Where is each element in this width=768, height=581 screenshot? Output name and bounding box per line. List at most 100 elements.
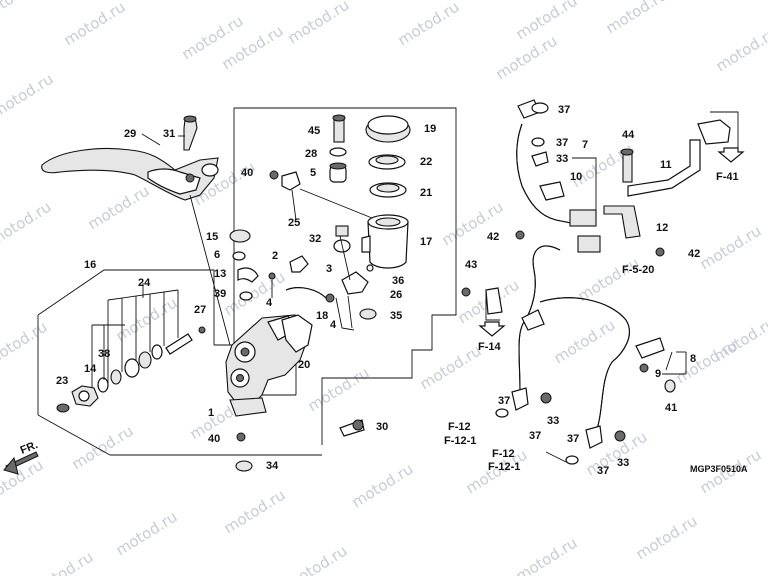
reference-r_f121a: F-12-1 (444, 435, 476, 447)
watermark-text: motod.ru (283, 542, 351, 576)
watermark-text: motod.ru (673, 336, 741, 388)
watermark-text: motod.ru (113, 508, 181, 560)
callout-c27: 27 (194, 304, 206, 316)
watermark-text: motod.ru (551, 316, 619, 368)
callout-c35: 35 (390, 310, 402, 322)
callout-c7: 7 (582, 139, 588, 151)
right-bolts (461, 102, 676, 465)
watermark-text: motod.ru (0, 198, 54, 250)
reference-r_f12b: F-12 (492, 448, 515, 460)
callout-c33c: 33 (617, 457, 629, 469)
callout-c16: 16 (84, 259, 96, 271)
callout-c6: 6 (214, 249, 220, 261)
watermark-text: motod.ru (221, 486, 289, 538)
callout-c33a: 33 (556, 153, 568, 165)
callout-c24: 24 (138, 277, 151, 289)
callout-c40a: 40 (241, 167, 253, 179)
callout-c42a: 42 (487, 231, 499, 243)
callout-c28: 28 (305, 148, 317, 160)
callout-c31: 31 (163, 128, 175, 140)
reference-r_f520: F-5-20 (622, 264, 654, 276)
piston-set (56, 326, 206, 413)
reference-r_f12a: F-12 (448, 421, 471, 433)
callout-c1: 1 (208, 407, 214, 419)
callout-c26: 26 (390, 289, 402, 301)
watermark-text: motod.ru (85, 182, 153, 234)
callout-c37e: 37 (567, 433, 579, 445)
watermark-text: motod.ru (305, 364, 373, 416)
callout-c14: 14 (84, 363, 97, 375)
callout-c38: 38 (98, 348, 110, 360)
watermark-text: motod.ru (513, 534, 581, 576)
watermark-text: motod.ru (575, 254, 643, 306)
reservoir (333, 115, 411, 269)
callout-c15: 15 (206, 231, 218, 243)
diagram-code: MGP3F0510A (690, 464, 748, 474)
reference-r_f121b: F-12-1 (488, 461, 520, 473)
watermark-text: motod.ru (29, 548, 97, 576)
callout-c9: 9 (655, 368, 661, 380)
right-brackets (603, 119, 731, 239)
callout-c19: 19 (424, 123, 436, 135)
watermark-text: motod.ru (417, 342, 485, 394)
callout-c32: 32 (309, 233, 321, 245)
master-cylinder (225, 314, 313, 417)
callout-c37c: 37 (498, 395, 510, 407)
callout-c13: 13 (214, 268, 226, 280)
reference-r_f41: F-41 (716, 171, 739, 183)
callout-c2: 2 (272, 250, 278, 262)
watermark-text: motod.ru (113, 294, 181, 346)
watermark-text: motod.ru (0, 70, 56, 122)
callout-c18: 18 (316, 310, 328, 322)
callout-c36: 36 (392, 275, 404, 287)
watermark-text: motod.ru (713, 24, 768, 76)
callout-c21: 21 (420, 187, 432, 199)
watermark-text: motod.ru (603, 0, 671, 37)
callout-c4a: 4 (266, 297, 273, 309)
callout-c43: 43 (465, 259, 477, 271)
watermark-text: motod.ru (633, 512, 701, 564)
watermark-text: motod.ru (69, 422, 137, 474)
callout-c44: 44 (622, 129, 635, 141)
watermark-text: motod.ru (285, 0, 353, 47)
center-leader-lines (189, 188, 373, 346)
callout-c20: 20 (298, 359, 310, 371)
callout-c10: 10 (570, 171, 582, 183)
callout-c25: 25 (288, 217, 300, 229)
callout-c17: 17 (420, 236, 432, 248)
watermark-text: motod.ru (697, 222, 765, 274)
brake-hoses (485, 99, 665, 449)
piston-guide-lines (91, 283, 179, 388)
reference-layer: F-41F-5-20F-14F-12F-12-1F-12F-12-1 (444, 171, 739, 473)
assembly-frames (37, 107, 457, 456)
right-leader-lines (485, 111, 739, 463)
callout-c29: 29 (124, 128, 136, 140)
watermark-text: motod.ru (0, 318, 50, 370)
reference-r_f14: F-14 (478, 341, 502, 353)
callout-c37a: 37 (558, 104, 570, 116)
callout-c22: 22 (420, 156, 432, 168)
callout-c42b: 42 (688, 248, 700, 260)
callout-c5: 5 (310, 167, 316, 179)
callout-c33b: 33 (547, 415, 559, 427)
callout-c11: 11 (660, 159, 672, 171)
callout-c23: 23 (56, 375, 68, 387)
callout-c37b: 37 (556, 137, 568, 149)
watermark-text: motod.ru (349, 460, 417, 512)
brake-lever (41, 115, 219, 201)
bottom-fasteners (235, 419, 365, 472)
callout-c37d: 37 (529, 430, 541, 442)
callout-c45: 45 (308, 125, 320, 137)
callout-c12: 12 (656, 222, 668, 234)
watermark-text: motod.ru (61, 0, 129, 49)
callout-c37f: 37 (597, 465, 609, 477)
callout-c41: 41 (665, 402, 677, 414)
callout-c40b: 40 (208, 433, 220, 445)
callout-c34: 34 (266, 460, 279, 472)
callout-c3: 3 (326, 263, 332, 275)
small-hardware-center (229, 114, 377, 320)
